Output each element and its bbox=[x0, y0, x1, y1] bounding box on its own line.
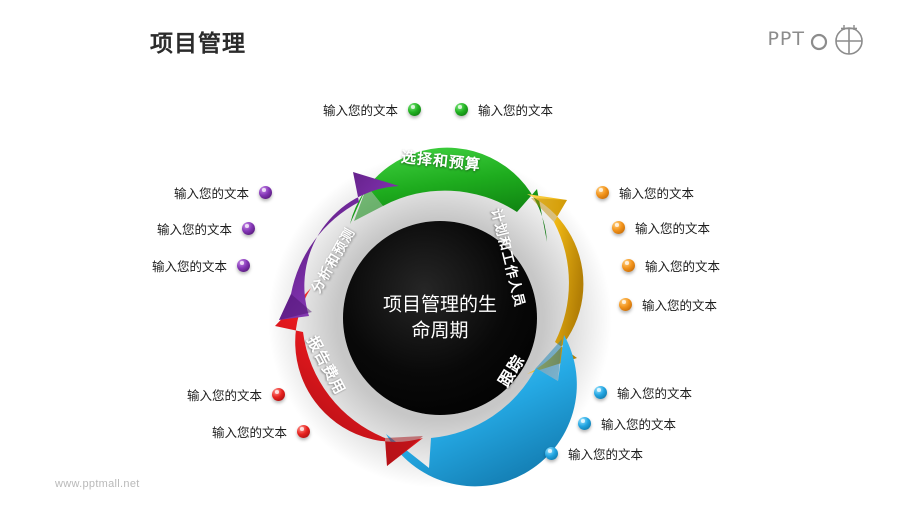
bullet-label: 输入您的文本 bbox=[642, 298, 718, 313]
bullet-label: 输入您的文本 bbox=[478, 103, 554, 118]
bullet-orange-4[interactable]: 输入您的文本 bbox=[619, 295, 717, 314]
bullet-green-1[interactable]: 输入您的文本 bbox=[323, 100, 422, 119]
bullet-label: 输入您的文本 bbox=[323, 103, 399, 118]
bullet-orange-2[interactable]: 输入您的文本 bbox=[612, 218, 710, 237]
bullet-blue-1[interactable]: 输入您的文本 bbox=[594, 383, 692, 402]
bullet-label: 输入您的文本 bbox=[619, 186, 695, 201]
segment-analyze-forecast[interactable] bbox=[279, 172, 399, 320]
bullet-label: 输入您的文本 bbox=[174, 186, 250, 201]
bullet-purple-3[interactable]: 输入您的文本 bbox=[152, 256, 251, 275]
bullet-label: 输入您的文本 bbox=[645, 259, 721, 274]
bullet-dot-orange bbox=[596, 186, 609, 199]
footer-url: www.pptmall.net bbox=[55, 478, 140, 490]
bullet-label: 输入您的文本 bbox=[212, 425, 288, 440]
cycle-arrows-svg bbox=[268, 147, 612, 488]
lifecycle-cycle-diagram: 项目管理的生 命周期 选择和预算 计划和工作人员 跟踪 报告费用 分析和预测 bbox=[255, 120, 625, 488]
bullet-dot-orange bbox=[612, 221, 625, 234]
segment-report-expenses[interactable] bbox=[275, 288, 423, 466]
segment-plan-staff[interactable] bbox=[527, 194, 584, 374]
segment-tracking[interactable] bbox=[386, 335, 577, 487]
bullet-purple-2[interactable]: 输入您的文本 bbox=[157, 219, 256, 238]
logo-text: PPT bbox=[767, 28, 805, 50]
bullet-blue-3[interactable]: 输入您的文本 bbox=[545, 444, 643, 463]
bullet-dot-green bbox=[408, 103, 422, 116]
bullet-orange-1[interactable]: 输入您的文本 bbox=[596, 183, 694, 202]
page-title: 项目管理 bbox=[150, 31, 246, 57]
bullet-dot-purple bbox=[242, 222, 256, 235]
bullet-label: 输入您的文本 bbox=[601, 417, 677, 432]
brand-logo: PPT bbox=[767, 22, 870, 56]
bullet-green-2[interactable]: 输入您的文本 bbox=[455, 100, 553, 119]
bullet-red-2[interactable]: 输入您的文本 bbox=[212, 422, 311, 441]
bullet-label: 输入您的文本 bbox=[157, 222, 233, 237]
bullet-dot-orange bbox=[622, 259, 635, 272]
bullet-label: 输入您的文本 bbox=[187, 388, 263, 403]
bullet-label: 输入您的文本 bbox=[635, 221, 711, 236]
bullet-label: 输入您的文本 bbox=[152, 259, 228, 274]
center-hub bbox=[343, 221, 537, 415]
crosshair-globe-icon bbox=[810, 25, 863, 55]
bullet-orange-3[interactable]: 输入您的文本 bbox=[622, 256, 720, 275]
bullet-dot-red bbox=[297, 425, 311, 438]
bullet-purple-1[interactable]: 输入您的文本 bbox=[174, 183, 273, 202]
bullet-dot-blue bbox=[545, 447, 558, 460]
bullet-dot-blue bbox=[578, 417, 591, 430]
bullet-red-1[interactable]: 输入您的文本 bbox=[187, 385, 286, 404]
bullet-dot-purple bbox=[237, 259, 251, 272]
bullet-label: 输入您的文本 bbox=[617, 386, 693, 401]
bullet-label: 输入您的文本 bbox=[568, 447, 644, 462]
bullet-dot-red bbox=[272, 388, 286, 401]
bullet-blue-2[interactable]: 输入您的文本 bbox=[578, 414, 676, 433]
bullet-dot-blue bbox=[594, 386, 607, 399]
bullet-dot-orange bbox=[619, 298, 632, 311]
bullet-dot-purple bbox=[259, 186, 273, 199]
segment-select-budget[interactable] bbox=[350, 147, 547, 242]
bullet-dot-green bbox=[455, 103, 468, 116]
